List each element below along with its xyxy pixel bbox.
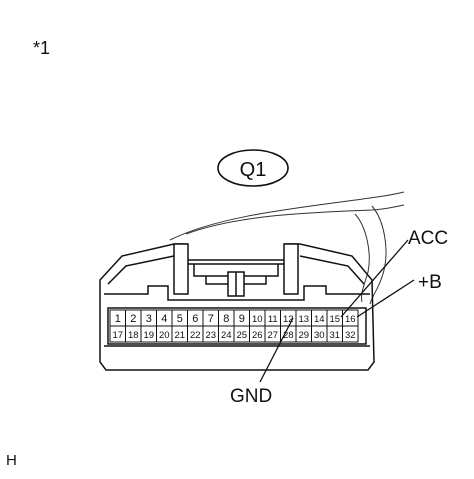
pin-number-13: 13 bbox=[298, 314, 309, 325]
pin-number-14: 14 bbox=[314, 314, 325, 325]
pin-number-3: 3 bbox=[146, 313, 152, 325]
pin-number-4: 4 bbox=[161, 313, 167, 325]
acc-label: ACC bbox=[408, 228, 448, 249]
pin-number-18: 18 bbox=[128, 330, 139, 341]
pin-number-19: 19 bbox=[143, 330, 154, 341]
pin-number-21: 21 bbox=[174, 330, 185, 341]
pin-cavity-32 bbox=[342, 325, 359, 343]
b-plus-label: +B bbox=[418, 272, 442, 293]
pin-number-9: 9 bbox=[239, 313, 245, 325]
pin-number-25: 25 bbox=[236, 330, 247, 341]
pin-number-23: 23 bbox=[205, 330, 216, 341]
pin-number-22: 22 bbox=[190, 330, 201, 341]
corner-code-label: H bbox=[6, 452, 17, 469]
connector-body bbox=[99, 243, 375, 371]
pin-number-17: 17 bbox=[112, 330, 123, 341]
pin-number-8: 8 bbox=[223, 313, 229, 325]
acc-leader bbox=[340, 239, 409, 318]
pin-number-27: 27 bbox=[267, 330, 278, 341]
pin-number-29: 29 bbox=[298, 330, 309, 341]
reference-label: *1 bbox=[33, 38, 51, 58]
pin-number-10: 10 bbox=[252, 314, 263, 325]
pin-number-24: 24 bbox=[221, 330, 232, 341]
pin-number-20: 20 bbox=[159, 330, 170, 341]
pin-number-32: 32 bbox=[345, 330, 356, 341]
pin-number-31: 31 bbox=[329, 330, 340, 341]
pin-number-1: 1 bbox=[115, 313, 121, 325]
callout-leaders bbox=[259, 239, 415, 383]
pin-number-2: 2 bbox=[130, 313, 136, 325]
pin-number-28: 28 bbox=[283, 330, 294, 341]
pin-number-16: 16 bbox=[345, 314, 356, 325]
pin-number-6: 6 bbox=[192, 313, 198, 325]
b-plus-leader bbox=[356, 279, 415, 318]
pin-number-5: 5 bbox=[177, 313, 183, 325]
pin-number-15: 15 bbox=[329, 314, 340, 325]
pin-number-12: 12 bbox=[283, 314, 294, 325]
pin-number-26: 26 bbox=[252, 330, 263, 341]
gnd-label: GND bbox=[230, 386, 272, 407]
connector-id-text: Q1 bbox=[240, 159, 267, 181]
pin-number-11: 11 bbox=[268, 314, 278, 325]
connector-id-oval bbox=[217, 149, 289, 187]
gnd-leader bbox=[259, 317, 294, 383]
pin-number-7: 7 bbox=[208, 313, 214, 325]
pin-number-30: 30 bbox=[314, 330, 325, 341]
